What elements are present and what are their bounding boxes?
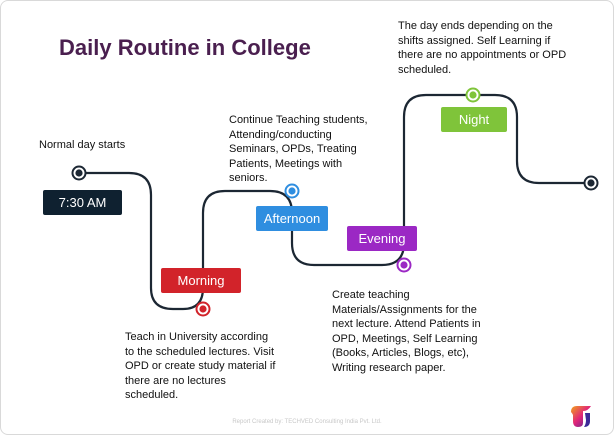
- stage-label-start: 7:30 AM: [43, 190, 122, 215]
- stage-note-evening: Create teaching Materials/Assignments fo…: [332, 289, 481, 374]
- stage-label-morning: Morning: [161, 268, 241, 293]
- stage-note-start: Normal day starts: [39, 139, 126, 151]
- footer-credit: Report Created by: TECHVED Consulting In…: [232, 419, 382, 425]
- techved-logo-icon: [571, 406, 591, 427]
- stage-label-evening: Evening: [347, 226, 417, 251]
- page-title: Daily Routine in College: [59, 35, 311, 60]
- stage-label-afternoon: Afternoon: [256, 206, 328, 231]
- stage-note-morning: Teach in University according to the sch…: [125, 331, 276, 401]
- stage-note-afternoon: Continue Teaching students, Attending/co…: [229, 114, 368, 184]
- stage-note-night: The day ends depending on the shifts ass…: [398, 20, 567, 76]
- stage-label-night: Night: [441, 107, 507, 132]
